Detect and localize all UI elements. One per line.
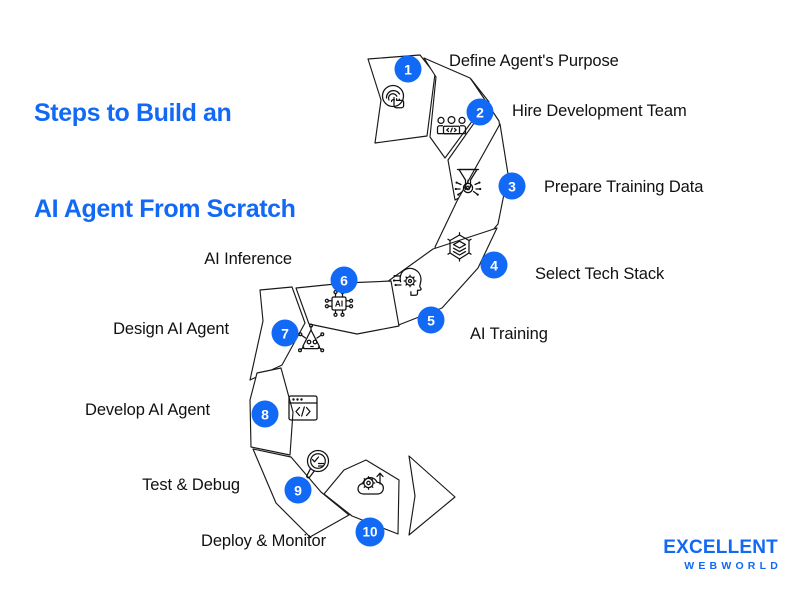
step-label-3: Prepare Training Data: [544, 178, 704, 196]
cloud-gear-upload-icon: [357, 472, 384, 495]
layers-stack-icon: [447, 232, 472, 262]
step-badge-7[interactable]: 7: [271, 319, 299, 347]
step-badge-9[interactable]: 9: [284, 476, 312, 504]
head-gear-icon: [392, 267, 422, 296]
step-label-7: Design AI Agent: [113, 320, 229, 338]
logo-primary-text: EXCELLENT: [663, 537, 778, 559]
code-window-icon: [288, 395, 318, 421]
title-line-1: Steps to Build an: [34, 99, 232, 127]
magnifier-check-icon: [306, 449, 330, 479]
svg-text:AI: AI: [335, 300, 343, 309]
step-label-5: AI Training: [470, 325, 548, 343]
step-badge-10[interactable]: 10: [355, 517, 385, 547]
ai-chip-icon: AI: [324, 289, 354, 317]
step-label-2: Hire Development Team: [512, 102, 687, 120]
spiral-arrowhead: [408, 455, 456, 536]
step-badge-3[interactable]: 3: [498, 172, 526, 200]
step-badge-5[interactable]: 5: [417, 306, 445, 334]
robot-design-icon: [297, 323, 325, 353]
step-badge-6[interactable]: 6: [330, 266, 358, 294]
step-label-4: Select Tech Stack: [535, 265, 665, 283]
step-badge-4[interactable]: 4: [480, 251, 508, 279]
step-label-6: AI Inference: [204, 250, 292, 268]
step-label-9: Test & Debug: [142, 476, 240, 494]
step-badge-8[interactable]: 8: [251, 400, 279, 428]
step-label-10: Deploy & Monitor: [201, 532, 326, 550]
logo-secondary-text: WEBWORLD: [684, 560, 782, 572]
step-label-1: Define Agent's Purpose: [449, 52, 619, 70]
fingerprint-touch-icon: [381, 84, 405, 109]
step-label-8: Develop AI Agent: [85, 401, 210, 419]
team-code-icon: [436, 115, 467, 135]
step-badge-2[interactable]: 2: [466, 98, 494, 126]
brand-logo: EXCELLENT WEBWORLD: [663, 538, 778, 572]
title-line-2: AI Agent From Scratch: [34, 195, 296, 223]
step-badge-1[interactable]: 1: [394, 55, 422, 83]
page-title: Steps to Build an AI Agent From Scratch: [34, 33, 296, 289]
data-funnel-icon: [454, 168, 482, 196]
